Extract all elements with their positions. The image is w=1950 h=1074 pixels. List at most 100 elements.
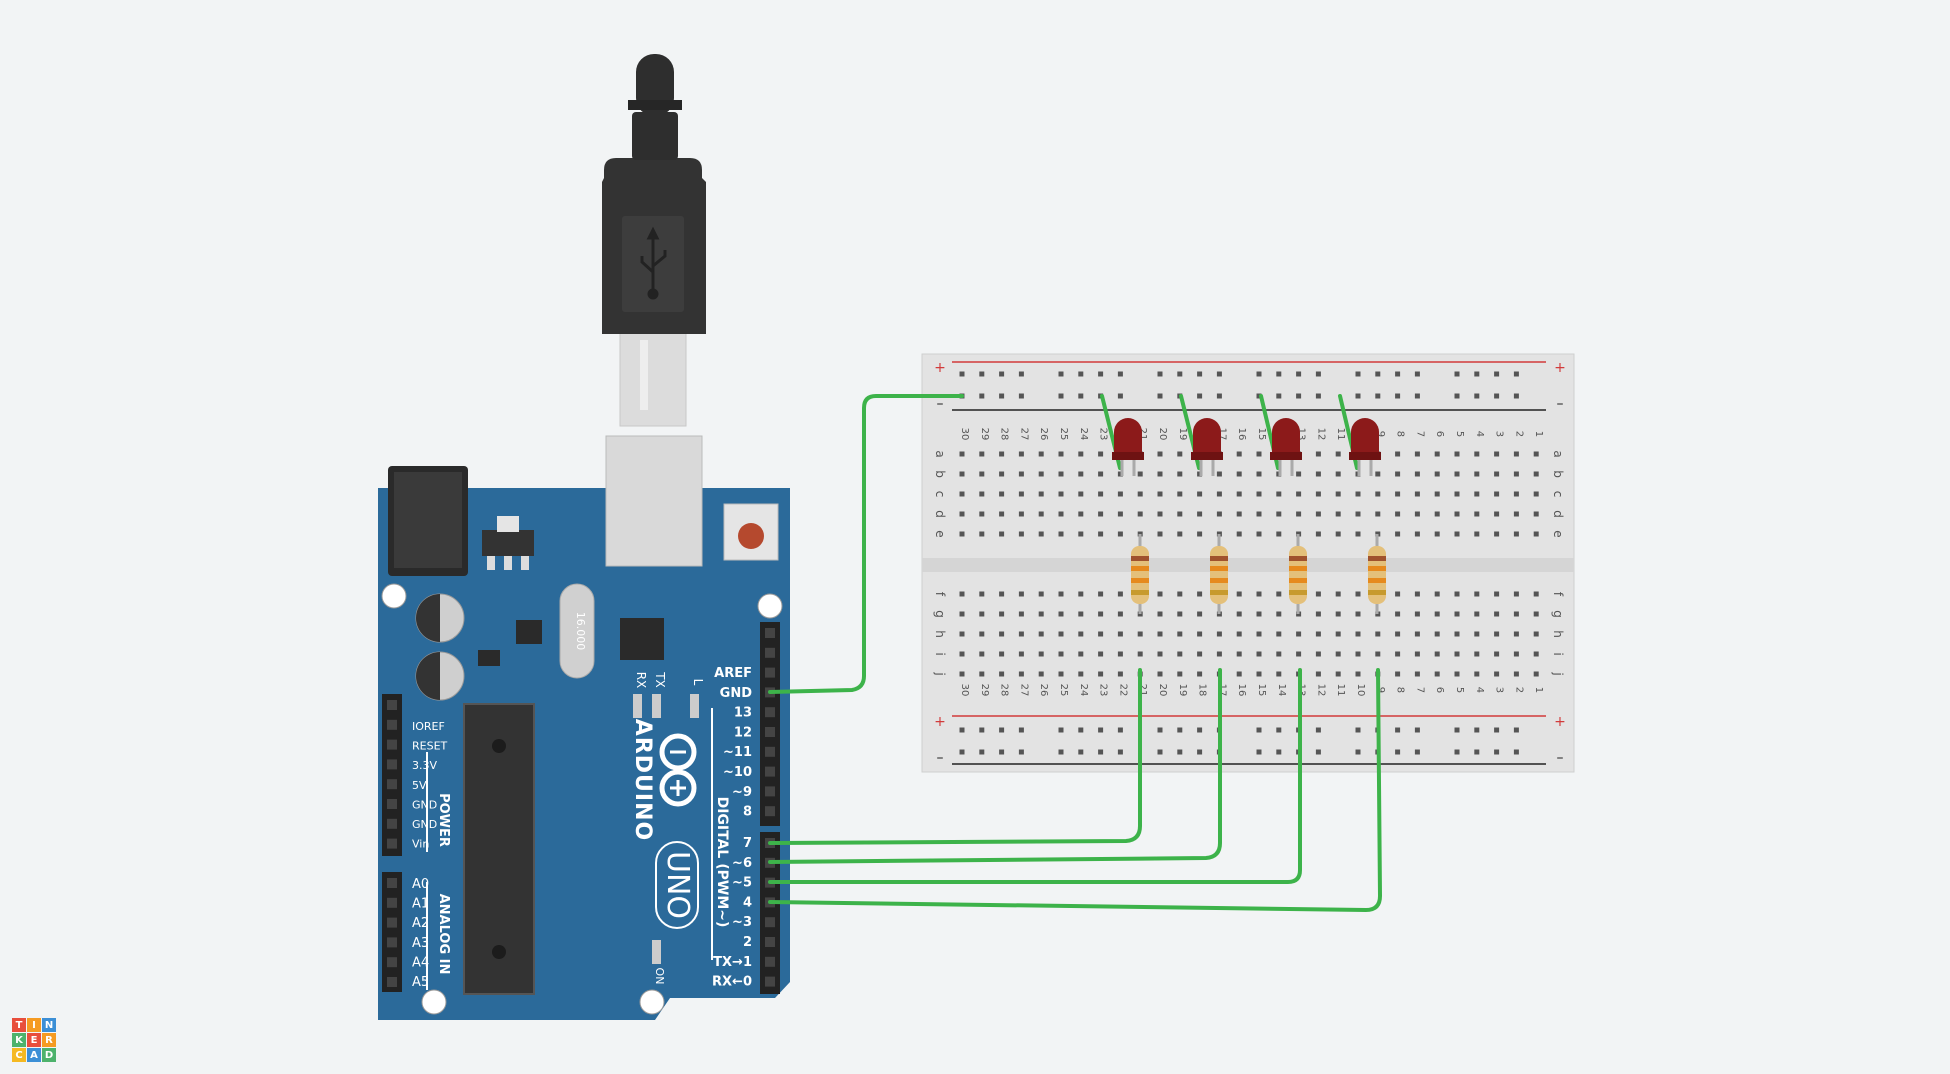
breadboard-hole[interactable] xyxy=(1315,491,1321,497)
rail-hole[interactable] xyxy=(1474,727,1480,733)
rail-hole[interactable] xyxy=(999,393,1005,399)
resistor[interactable] xyxy=(1131,534,1149,614)
breadboard-hole[interactable] xyxy=(979,491,985,497)
rail-hole[interactable] xyxy=(1315,749,1321,755)
breadboard-hole[interactable] xyxy=(1098,531,1104,537)
breadboard-hole[interactable] xyxy=(1315,611,1321,617)
breadboard-hole[interactable] xyxy=(1177,511,1183,517)
rail-hole[interactable] xyxy=(1098,727,1104,733)
breadboard-hole[interactable] xyxy=(1533,451,1539,457)
rail-hole[interactable] xyxy=(1018,727,1024,733)
breadboard-hole[interactable] xyxy=(1335,591,1341,597)
red-led[interactable] xyxy=(1191,418,1223,476)
breadboard-hole[interactable] xyxy=(1533,591,1539,597)
wire-pin-7[interactable] xyxy=(768,668,1142,845)
breadboard-hole[interactable] xyxy=(959,511,965,517)
rail-hole[interactable] xyxy=(1315,393,1321,399)
breadboard-hole[interactable] xyxy=(1533,631,1539,637)
breadboard-hole[interactable] xyxy=(1454,531,1460,537)
breadboard-hole[interactable] xyxy=(1474,531,1480,537)
rail-hole[interactable] xyxy=(1276,371,1282,377)
breadboard-hole[interactable] xyxy=(1494,531,1500,537)
breadboard-hole[interactable] xyxy=(1038,611,1044,617)
breadboard-hole[interactable] xyxy=(979,651,985,657)
breadboard-hole[interactable] xyxy=(1058,471,1064,477)
rail-hole[interactable] xyxy=(1355,371,1361,377)
rail-hole[interactable] xyxy=(1078,749,1084,755)
breadboard-hole[interactable] xyxy=(1414,531,1420,537)
rail-hole[interactable] xyxy=(1414,749,1420,755)
breadboard-hole[interactable] xyxy=(1513,631,1519,637)
breadboard-hole[interactable] xyxy=(1296,471,1302,477)
breadboard-hole[interactable] xyxy=(1177,531,1183,537)
breadboard-hole[interactable] xyxy=(1078,471,1084,477)
wire-pin-5[interactable] xyxy=(768,668,1302,884)
breadboard-hole[interactable] xyxy=(1236,511,1242,517)
breadboard-hole[interactable] xyxy=(1454,471,1460,477)
breadboard-hole[interactable] xyxy=(1157,471,1163,477)
breadboard-hole[interactable] xyxy=(1315,511,1321,517)
breadboard-hole[interactable] xyxy=(1375,631,1381,637)
breadboard-hole[interactable] xyxy=(1494,671,1500,677)
breadboard-hole[interactable] xyxy=(1216,491,1222,497)
rail-hole[interactable] xyxy=(1058,749,1064,755)
rail-hole[interactable] xyxy=(1414,393,1420,399)
breadboard-hole[interactable] xyxy=(1414,451,1420,457)
rail-hole[interactable] xyxy=(1414,371,1420,377)
breadboard-hole[interactable] xyxy=(1078,631,1084,637)
rail-hole[interactable] xyxy=(1395,727,1401,733)
breadboard-hole[interactable] xyxy=(1395,591,1401,597)
breadboard-hole[interactable] xyxy=(1335,611,1341,617)
resistor[interactable] xyxy=(1289,534,1307,614)
breadboard-hole[interactable] xyxy=(1395,511,1401,517)
breadboard-hole[interactable] xyxy=(979,471,985,477)
rail-hole[interactable] xyxy=(1513,393,1519,399)
breadboard-hole[interactable] xyxy=(1256,511,1262,517)
breadboard-hole[interactable] xyxy=(1355,591,1361,597)
breadboard-hole[interactable] xyxy=(1513,471,1519,477)
breadboard-hole[interactable] xyxy=(1533,651,1539,657)
rail-hole[interactable] xyxy=(1078,393,1084,399)
breadboard-hole[interactable] xyxy=(1276,491,1282,497)
breadboard-hole[interactable] xyxy=(1098,451,1104,457)
red-led[interactable] xyxy=(1112,418,1144,476)
breadboard-hole[interactable] xyxy=(1276,511,1282,517)
red-led[interactable] xyxy=(1270,418,1302,476)
breadboard-hole[interactable] xyxy=(1098,671,1104,677)
breadboard-hole[interactable] xyxy=(1494,611,1500,617)
rail-hole[interactable] xyxy=(1355,393,1361,399)
rail-hole[interactable] xyxy=(1355,727,1361,733)
breadboard-hole[interactable] xyxy=(1296,631,1302,637)
breadboard-hole[interactable] xyxy=(1454,631,1460,637)
breadboard-hole[interactable] xyxy=(1098,491,1104,497)
breadboard-hole[interactable] xyxy=(999,611,1005,617)
breadboard-hole[interactable] xyxy=(1315,631,1321,637)
breadboard-hole[interactable] xyxy=(1137,631,1143,637)
breadboard-hole[interactable] xyxy=(1296,491,1302,497)
breadboard-hole[interactable] xyxy=(999,671,1005,677)
rail-hole[interactable] xyxy=(1454,727,1460,733)
breadboard-hole[interactable] xyxy=(1454,511,1460,517)
breadboard-hole[interactable] xyxy=(1513,611,1519,617)
breadboard-hole[interactable] xyxy=(1296,651,1302,657)
breadboard-hole[interactable] xyxy=(1414,511,1420,517)
breadboard-hole[interactable] xyxy=(1513,491,1519,497)
breadboard-hole[interactable] xyxy=(1533,671,1539,677)
breadboard-hole[interactable] xyxy=(1078,611,1084,617)
breadboard-hole[interactable] xyxy=(959,671,965,677)
breadboard-hole[interactable] xyxy=(1454,651,1460,657)
usb-cable[interactable] xyxy=(602,54,706,427)
breadboard-hole[interactable] xyxy=(1256,591,1262,597)
breadboard-hole[interactable] xyxy=(979,531,985,537)
breadboard-hole[interactable] xyxy=(1474,591,1480,597)
breadboard-hole[interactable] xyxy=(1454,591,1460,597)
breadboard-hole[interactable] xyxy=(1276,591,1282,597)
resistors[interactable] xyxy=(1131,534,1386,614)
breadboard-hole[interactable] xyxy=(1098,631,1104,637)
breadboard-hole[interactable] xyxy=(1474,671,1480,677)
breadboard-hole[interactable] xyxy=(1474,611,1480,617)
rail-hole[interactable] xyxy=(1197,393,1203,399)
rail-hole[interactable] xyxy=(1216,371,1222,377)
rail-hole[interactable] xyxy=(1454,749,1460,755)
